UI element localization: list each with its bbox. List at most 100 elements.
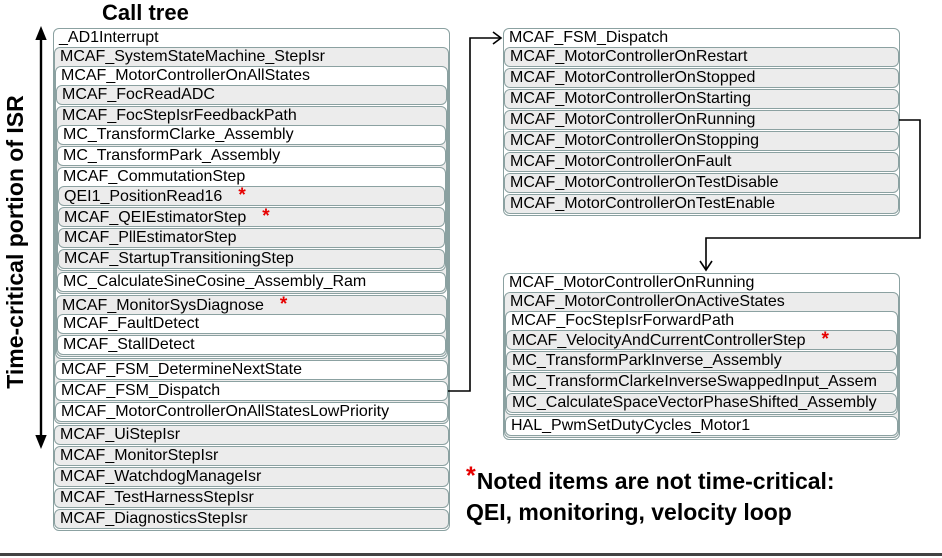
function-name: MCAF_MotorControllerOnTestDisable — [510, 174, 779, 191]
connector-line — [448, 37, 501, 392]
tree-node: MCAF_MotorControllerOnStopping — [504, 131, 899, 151]
not-time-critical-asterisk-icon: * — [238, 187, 246, 205]
tree-node: MCAF_MotorControllerOnRunning — [504, 110, 899, 130]
tree-node-label: MCAF_FocStepIsrForwardPath — [506, 312, 897, 330]
range-arrow-down-head-icon — [35, 435, 47, 449]
tree-node-label: MCAF_WatchdogManageIsr — [55, 468, 448, 486]
time-critical-side-label: Time-critical portion of ISR — [2, 95, 28, 389]
function-name: MCAF_FocStepIsrFeedbackPath — [62, 107, 297, 124]
footnote: *Noted items are not time-critical: QEI,… — [466, 462, 942, 528]
function-name: MCAF_StartupTransitioningStep — [64, 250, 294, 267]
tree-node: MCAF_MonitorSysDiagnose*MCAF_FaultDetect… — [56, 295, 447, 357]
tree-node: MCAF_MotorControllerOnAllStatesLowPriori… — [55, 402, 448, 422]
tree-node: HAL_PwmSetDutyCycles_Motor1 — [505, 416, 898, 436]
function-name: MCAF_MotorControllerOnRestart — [510, 48, 748, 65]
tree-node-label: MCAF_FSM_Dispatch — [56, 382, 447, 400]
tree-node: MC_CalculateSineCosine_Assembly_Ram — [57, 272, 446, 292]
tree-node: MC_TransformParkInverse_Assembly — [506, 351, 897, 371]
function-name: MCAF_FSM_Dispatch — [61, 382, 221, 399]
tree-node-label: MCAF_MotorControllerOnTestDisable — [505, 174, 898, 192]
function-name: MCAF_WatchdogManageIsr — [60, 468, 262, 485]
tree-node: MCAF_FSM_Dispatch — [55, 381, 448, 401]
tree-node-label: MCAF_UiStepIsr — [55, 426, 448, 444]
not-time-critical-asterisk-icon: * — [821, 331, 829, 349]
function-name: MCAF_MotorControllerOnRunning — [510, 111, 756, 128]
tree-node-label: MCAF_MonitorSysDiagnose* — [57, 296, 446, 314]
tree-node-label: MCAF_MotorControllerOnAllStatesLowPriori… — [56, 403, 447, 421]
tree-node: MCAF_StallDetect — [57, 335, 446, 355]
function-name: MC_TransformClarkeInverseSwappedInput_As… — [512, 373, 877, 390]
function-name: MC_CalculateSpaceVectorPhaseShifted_Asse… — [512, 394, 877, 411]
tree-node-label: MC_TransformClarke_Assembly — [58, 126, 445, 144]
tree-node-label: MCAF_MotorControllerOnStopped — [505, 69, 898, 87]
page-title: Call tree — [102, 0, 189, 25]
function-name: MCAF_SystemStateMachine_StepIsr — [60, 48, 325, 65]
footnote-line2: QEI, monitoring, velocity loop — [466, 499, 792, 525]
function-name: MCAF_UiStepIsr — [60, 426, 181, 443]
tree-node: QEI1_PositionRead16* — [58, 186, 445, 206]
tree-node-label: MCAF_FSM_DetermineNextState — [56, 361, 447, 379]
tree-node: MCAF_MotorControllerOnStarting — [504, 89, 899, 109]
tree-node: MCAF_MotorControllerOnTestDisable — [504, 173, 899, 193]
function-name: MCAF_MotorControllerOnTestEnable — [510, 195, 775, 212]
tree-node-label: MC_TransformClarkeInverseSwappedInput_As… — [507, 373, 896, 391]
function-name: MCAF_VelocityAndCurrentControllerStep — [512, 332, 806, 349]
tree-node-label: MCAF_PllEstimatorStep — [59, 229, 444, 247]
function-name: MCAF_MotorControllerOnRunning — [509, 274, 755, 291]
function-name: MCAF_QEIEstimatorStep — [64, 209, 247, 226]
function-name: MC_TransformPark_Assembly — [63, 147, 281, 164]
function-name: MCAF_MotorControllerOnStopping — [510, 132, 759, 149]
tree-node-label: MCAF_MotorControllerOnTestEnable — [505, 195, 898, 213]
tree-node-children: QEI1_PositionRead16* MCAF_QEIEstimatorSte… — [58, 186, 445, 269]
tree-node: MCAF_TestHarnessStepIsr — [54, 488, 449, 508]
tree-node: MCAF_MotorControllerOnTestEnable — [504, 194, 899, 214]
page-bottom-edge — [0, 553, 942, 556]
tree-node-label: MCAF_MotorControllerOnStopping — [505, 132, 898, 150]
tree-node-label: MCAF_CommutationStep — [58, 168, 445, 186]
function-name: HAL_PwmSetDutyCycles_Motor1 — [511, 417, 751, 434]
tree-node-label: MCAF_QEIEstimatorStep * — [59, 208, 444, 226]
tree-node-children: MCAF_FocReadADC MCAF_FocStepIsrFeedbackPa… — [56, 85, 447, 357]
function-name: MCAF_TestHarnessStepIsr — [60, 489, 254, 506]
tree-node-label: MCAF_DiagnosticsStepIsr — [55, 510, 448, 528]
arrow-right-head-icon — [492, 31, 503, 45]
tree-node-label: MCAF_MotorControllerOnAllStates — [56, 67, 447, 85]
function-name: MCAF_MotorControllerOnActiveStates — [510, 293, 785, 310]
tree-node: MC_TransformClarke_Assembly — [57, 125, 446, 145]
tree-node-label: MCAF_MotorControllerOnRunning — [504, 274, 899, 292]
tree-node: MCAF_StartupTransitioningStep — [58, 249, 445, 269]
footnote-line1: *Noted items are not time-critical: — [466, 462, 942, 497]
tree-node-label: MCAF_MotorControllerOnFault — [505, 153, 898, 171]
not-time-critical-asterisk-icon: * — [466, 462, 476, 490]
function-name: MCAF_MotorControllerOnAllStates — [61, 67, 310, 84]
function-name: MCAF_FSM_DetermineNextState — [61, 361, 302, 378]
tree-node: MCAF_FocReadADC — [56, 85, 447, 105]
range-arrow-up-head-icon — [35, 26, 47, 40]
tree-node-label: MCAF_TestHarnessStepIsr — [55, 489, 448, 507]
tree-node: MCAF_WatchdogManageIsr — [54, 467, 449, 487]
tree-node: MCAF_MonitorStepIsr — [54, 446, 449, 466]
tree-node-label: MCAF_MotorControllerOnStarting — [505, 90, 898, 108]
tree-node-label: MCAF_FaultDetect — [58, 315, 445, 333]
tree-node-label: MCAF_FocStepIsrFeedbackPath — [57, 107, 446, 125]
not-time-critical-asterisk-icon: * — [262, 208, 270, 226]
tree-node-label: MCAF_FocReadADC — [57, 86, 446, 104]
arrow-down-head-icon — [699, 260, 713, 272]
function-name: MCAF_CommutationStep — [63, 168, 246, 185]
tree-node-label: _AD1Interrupt — [54, 29, 449, 47]
function-name: MCAF_FocReadADC — [62, 86, 215, 103]
tree-node: MC_CalculateSpaceVectorPhaseShifted_Asse… — [506, 393, 897, 413]
connector-fsm-dispatch — [448, 31, 503, 392]
